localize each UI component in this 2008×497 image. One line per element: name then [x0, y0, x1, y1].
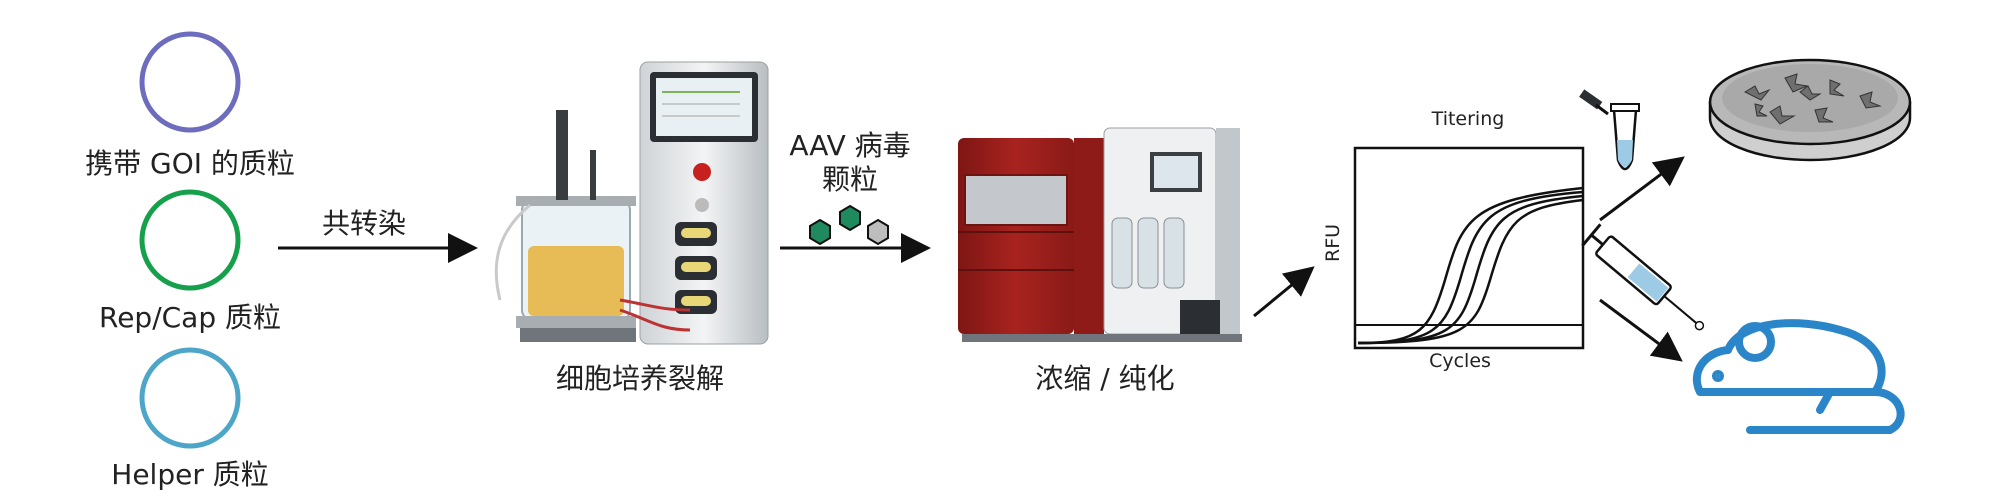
- arrow-to-animal: [1600, 300, 1678, 358]
- aav-particle-icon: [868, 220, 888, 244]
- arrow-to-cell-assay: [1600, 160, 1680, 220]
- mouse-icon: [1697, 323, 1901, 430]
- purification-label: 浓缩 / 纯化: [1035, 357, 1174, 397]
- plasmid-helper-icon: [142, 350, 238, 446]
- titer-plot-title: Titering: [1432, 108, 1505, 130]
- aav-particles-label-line2: 颗粒: [822, 158, 878, 198]
- plasmid-repcap-label: Rep/Cap 质粒: [99, 296, 281, 336]
- plasmid-helper-label: Helper 质粒: [111, 453, 268, 493]
- plasmid-goi-label: 携带 GOI 的质粒: [85, 142, 295, 182]
- aav-particle-icon: [840, 206, 860, 230]
- titer-plot-xlabel: Cycles: [1429, 350, 1491, 372]
- arrow-to-titering: [1254, 270, 1310, 316]
- plasmid-repcap-icon: [142, 192, 238, 288]
- chromatography-system-image: [958, 128, 1242, 342]
- bioreactor-image: [496, 62, 768, 344]
- petri-dish-icon: [1710, 60, 1910, 160]
- plasmid-goi-icon: [142, 34, 238, 130]
- cotransfection-label: 共转染: [322, 202, 406, 242]
- pipette-tube-icon: [1579, 89, 1639, 169]
- aav-particle-icon: [810, 220, 830, 244]
- titer-plot-ylabel: RFU: [1322, 224, 1344, 262]
- syringe-icon: [1582, 224, 1711, 339]
- cell-culture-label: 细胞培养裂解: [556, 357, 724, 397]
